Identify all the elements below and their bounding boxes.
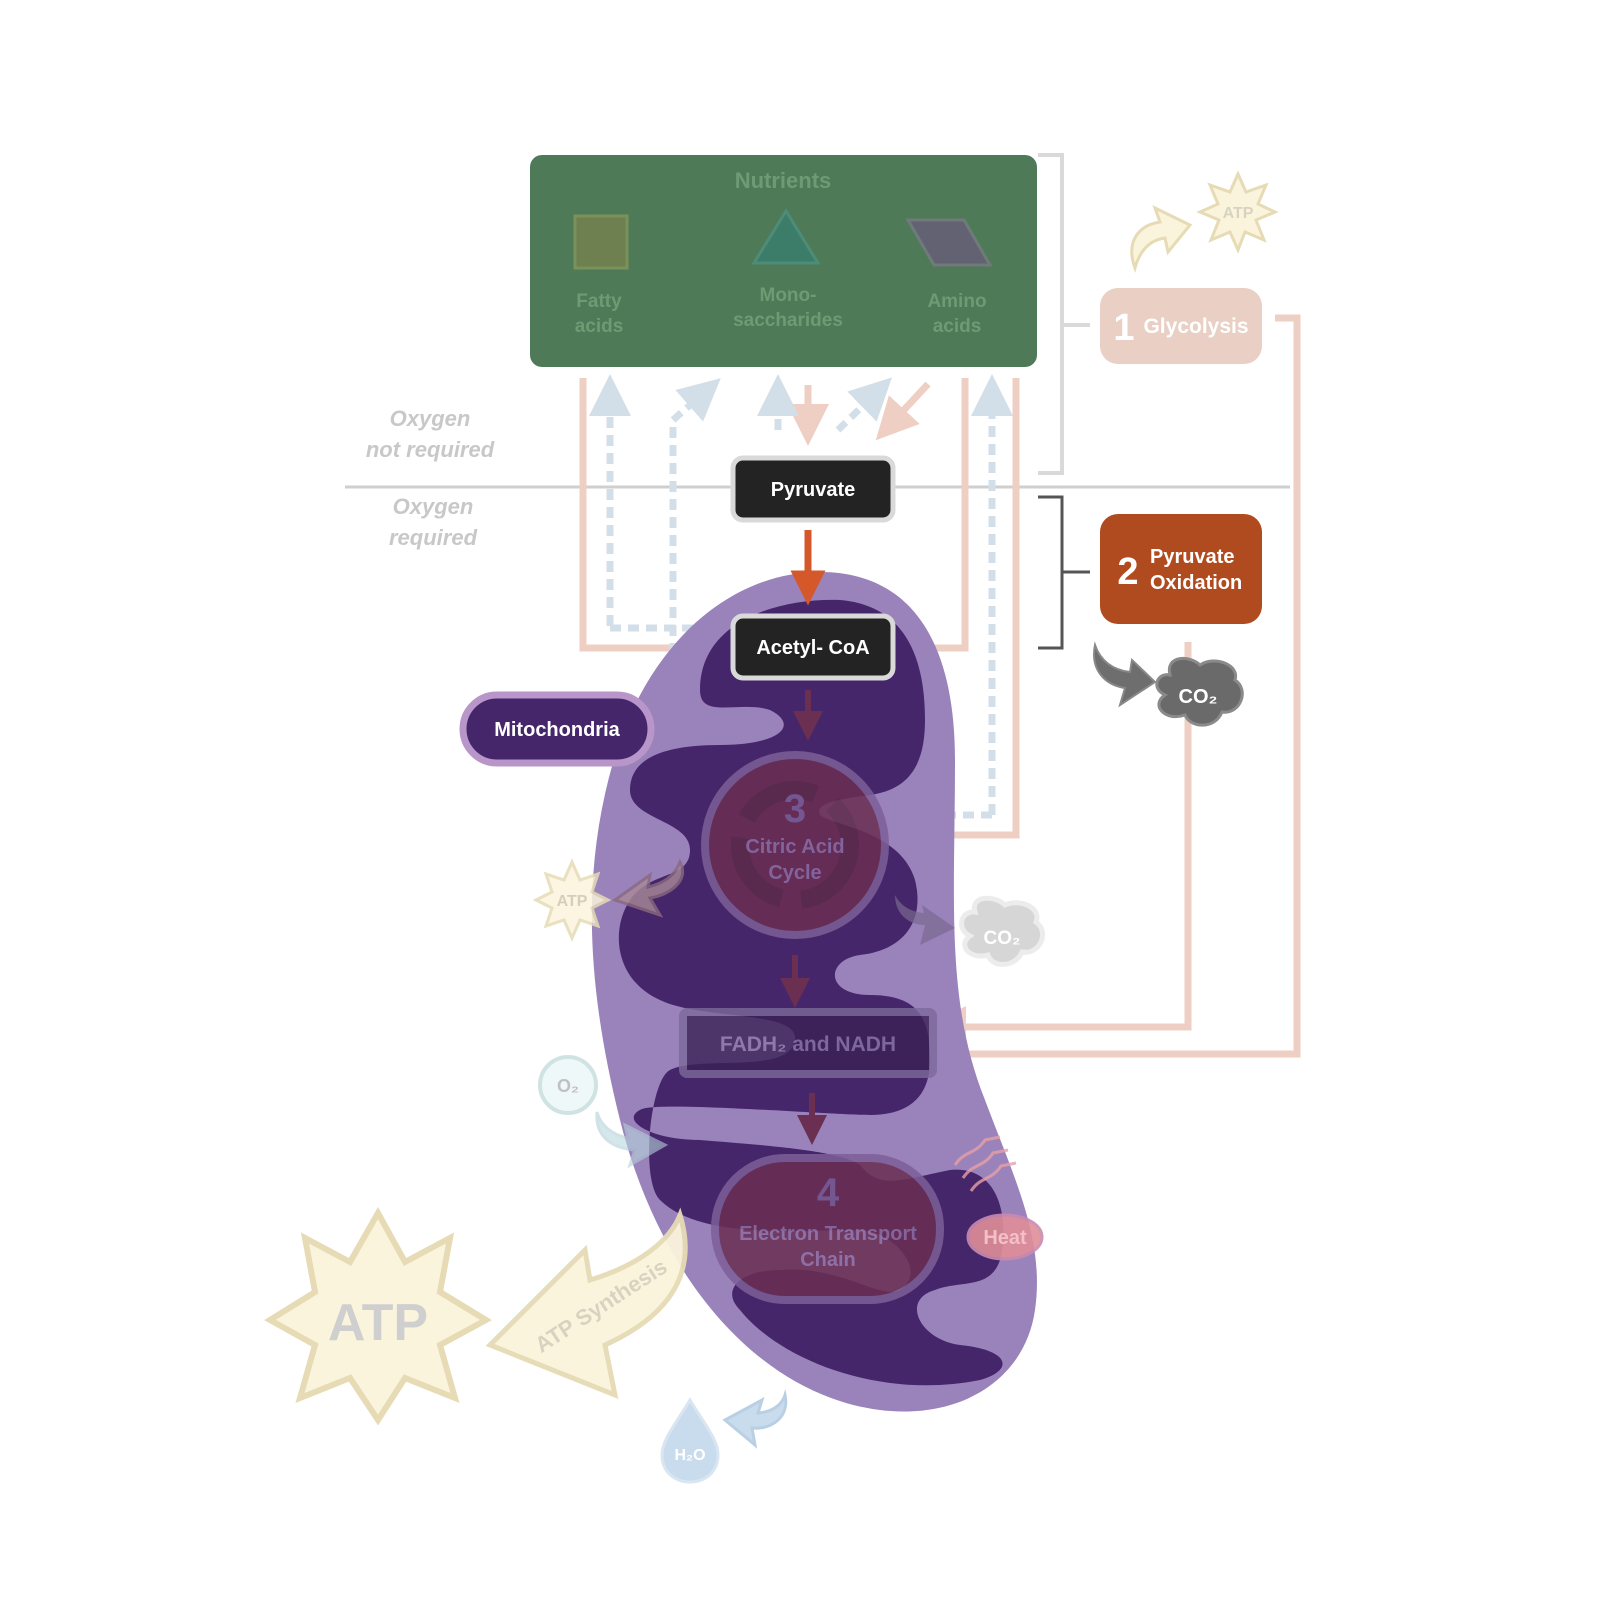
monosaccharides-label-2: saccharides [733,310,843,331]
stage-1-number: 1 [1113,307,1134,349]
co2-cycle-label: CO₂ [984,928,1021,949]
atp-cycle-arrow-icon [611,858,685,918]
stage-3-number: 3 [784,787,806,831]
atp-synthesis-arrow: ATP Synthesis [485,1207,688,1400]
amino-acids-parallelogram-icon [905,218,993,267]
atp-small-label: ATP [1223,205,1254,222]
co2-output-arrow-icon [1093,641,1157,708]
amino-acids-label: Amino [927,291,986,312]
stage-4-electron-transport-chain: 4 Electron Transport Chain [711,1154,944,1304]
atp-output-arrow-icon [1130,205,1193,273]
o2-bubble: O₂ [538,1055,598,1115]
glycolysis-bracket [1038,153,1090,475]
heat-waves-icon [953,1135,1017,1192]
heat-bubble: Heat [966,1213,1044,1261]
stage-2-pyruvate-oxidation: 2 Pyruvate Oxidation [1100,514,1262,624]
stage-3-label-2: Cycle [768,862,821,884]
acetyl-coa-label: Acetyl- CoA [756,637,869,659]
pyruvate-oxidation-bracket [1038,495,1090,650]
atp-small-burst: ATP [1196,170,1279,254]
heat-label: Heat [983,1227,1027,1249]
fadh-nadh-label: FADH₂ and NADH [720,1033,896,1056]
amino-acids-label-2: acids [933,316,982,337]
stage-4-number: 4 [817,1171,840,1215]
co2-cycle-arrow-icon [895,895,955,945]
stage-3-citric-acid-cycle: 3 Citric Acid Cycle [701,751,889,939]
co2-cycle-cloud: CO₂ [959,895,1045,967]
o2-label: O₂ [557,1076,579,1096]
atp-large-burst: ATP [264,1206,493,1426]
h2o-label: H₂O [674,1447,705,1464]
o2-input-arrow-icon [595,1111,669,1169]
mitochondria-label: Mitochondria [494,719,620,741]
oxygen-not-required-label: Oxygen [390,406,471,431]
mitochondria-label-pill: Mitochondria [459,691,655,767]
fatty-acids-label-2: acids [575,316,624,337]
monosaccharides-triangle-icon [751,208,821,265]
h2o-drop: H₂O [660,1397,720,1484]
stage-2-number: 2 [1117,551,1138,593]
co2-oxidation-cloud: CO₂ [1155,656,1244,727]
atp-cycle-label: ATP [557,893,588,910]
stage-1-label: Glycolysis [1143,315,1248,338]
fadh-nadh-box: FADH₂ and NADH [679,1008,937,1078]
pyruvate-box: Pyruvate [730,455,896,523]
stage-4-label-2: Chain [800,1249,856,1271]
nutrients-title: Nutrients [735,168,832,193]
pyruvate-label: Pyruvate [771,479,856,501]
monosaccharides-label: Mono- [760,285,817,306]
stage-4-label: Electron Transport [739,1223,917,1245]
stage-1-glycolysis: 1 Glycolysis [1100,288,1262,364]
inner-flow-arrows [780,690,827,1145]
oxygen-not-required-label-2: not required [366,437,495,462]
h2o-output-arrow-icon [722,1394,788,1449]
oxygen-required-label-2: required [389,525,478,550]
atp-large-label: ATP [328,1294,428,1352]
stage-2-label-2: Oxidation [1150,572,1242,594]
fatty-acids-square-icon [573,214,629,270]
stage-3-label: Citric Acid [745,836,844,858]
stage-2-label: Pyruvate [1150,546,1235,568]
cycle-arrows-icon [731,781,859,909]
fatty-acids-label: Fatty [576,291,622,312]
co2-oxidation-label: CO₂ [1179,686,1218,708]
atp-cycle-burst: ATP [532,858,612,942]
oxygen-required-label: Oxygen [393,494,474,519]
acetyl-coa-box: Acetyl- CoA [730,613,896,681]
nutrients-box: Nutrients Fatty acids Mono- saccharides … [530,155,1037,367]
